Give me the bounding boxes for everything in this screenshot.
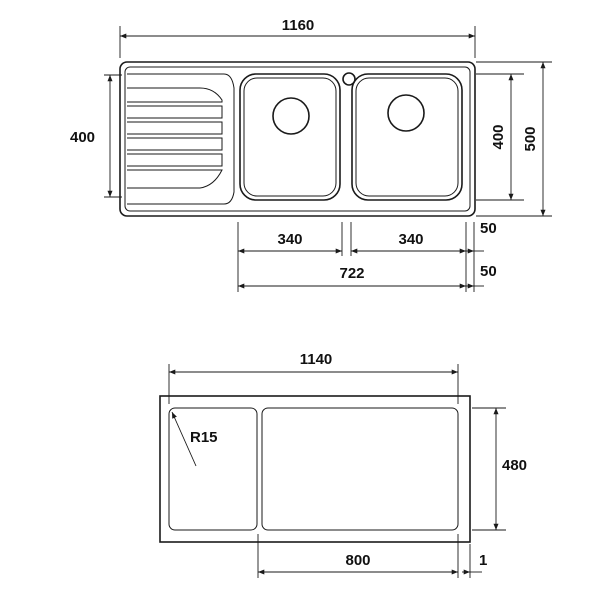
- dim-cutout-width: 1140: [168, 351, 459, 404]
- dim-cutout-depth: 480: [472, 407, 527, 531]
- bowl-left: [239, 73, 341, 201]
- sink-outer-rim: [119, 61, 476, 217]
- cutout-view: R15 1140 480 800 1: [159, 351, 527, 578]
- corner-radius-callout: R15: [171, 411, 218, 467]
- label-cutout-width: 1140: [300, 351, 333, 368]
- drain-right-icon: [387, 94, 425, 132]
- tap-hole-icon: [342, 72, 356, 86]
- label-edge-offset-upper: 50: [480, 220, 497, 237]
- label-edge-offset-lower: 50: [480, 263, 497, 280]
- label-offset-small: 1: [479, 552, 487, 569]
- drainer-board: [127, 73, 235, 205]
- label-overall-depth: 500: [522, 126, 539, 151]
- dim-bowl-widths: 340 340: [237, 222, 467, 292]
- dim-offset-width: 800: [257, 534, 459, 578]
- dim-bowls-total-width: 722: [238, 265, 466, 289]
- drainer-grooves: [127, 87, 223, 189]
- label-corner-radius: R15: [190, 429, 218, 446]
- label-drainer-height: 400: [70, 129, 95, 146]
- cutout-outer: [159, 395, 471, 543]
- bowl-right: [351, 73, 463, 201]
- label-bowl-left-width: 340: [277, 231, 302, 248]
- bowl-left-inner: [243, 77, 337, 197]
- dim-overall-depth: 500: [476, 61, 552, 217]
- cutout-bowl-panel: [261, 407, 459, 531]
- sink-inner-rim: [124, 66, 471, 212]
- label-overall-width: 1160: [282, 17, 315, 34]
- label-offset-width: 800: [345, 552, 370, 569]
- bowl-right-inner: [355, 77, 459, 197]
- cutout-drainer-panel: [168, 407, 258, 531]
- dim-edge-offsets: 50 50: [459, 220, 497, 292]
- label-bowl-height: 400: [490, 124, 507, 149]
- dim-overall-width: 1160: [119, 17, 476, 58]
- dim-bowl-height: 400: [476, 73, 524, 201]
- dim-offset-small: 1: [462, 544, 487, 578]
- dim-drainer-height: 400: [70, 74, 122, 198]
- label-bowl-right-width: 340: [398, 231, 423, 248]
- label-bowls-total-width: 722: [339, 265, 364, 282]
- top-view: 1160 400 400 500: [70, 17, 552, 292]
- label-cutout-depth: 480: [502, 457, 527, 474]
- drain-left-icon: [272, 97, 310, 135]
